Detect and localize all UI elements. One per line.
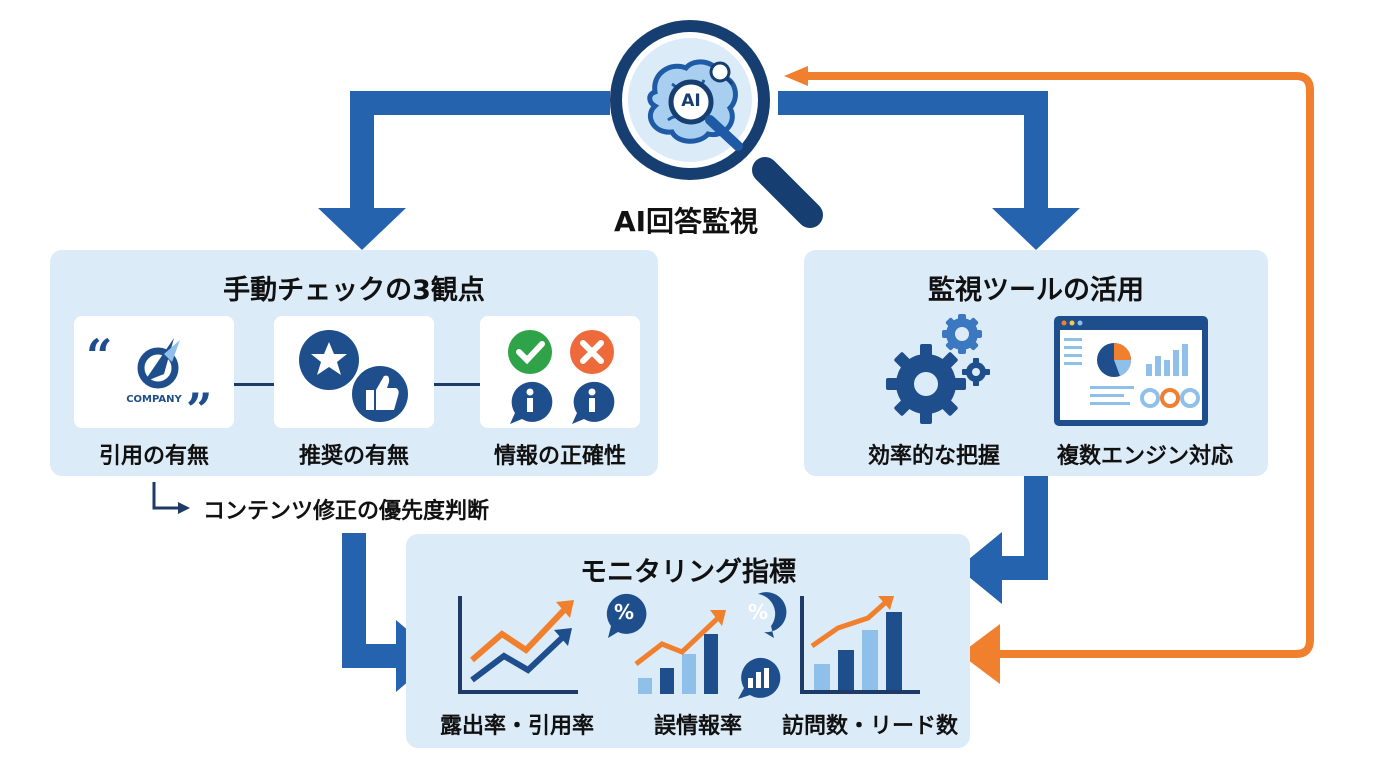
- arrow-manual-to-metrics: [342, 533, 398, 668]
- percent-badge-icon: [606, 593, 647, 638]
- percent-badge-text: %: [613, 600, 635, 624]
- citation-label: 引用の有無: [98, 444, 209, 469]
- check-cross-info-icons: [508, 330, 615, 424]
- arrow-head-manual: [318, 208, 406, 250]
- arrow-head-metrics-right: [958, 532, 1002, 604]
- priority-note: コンテンツ修正の優先度判断: [203, 499, 490, 524]
- metrics-panel: モニタリング指標 % % 露出率・引用率 誤情報率 訪問数・リード数: [406, 534, 970, 748]
- manual-check-panel: 手動チェックの3観点 “ ” COMPANY: [50, 250, 658, 476]
- feedback-arrow-head-top: [784, 66, 808, 86]
- card-connector: [433, 383, 481, 386]
- arrow-center-to-manual: [350, 91, 610, 212]
- sub-note-arrow-icon: [152, 482, 190, 514]
- efficiency-label: 効率的な把握: [867, 444, 1000, 469]
- card-connector: [233, 383, 275, 386]
- manual-check-title: 手動チェックの3観点: [223, 275, 485, 306]
- feedback-arrow-head-metrics: [960, 624, 1000, 684]
- center-monitor: AI: [560, 20, 860, 250]
- feedback-loop-arrow: [806, 72, 1314, 658]
- check-icon: [508, 330, 552, 374]
- arrow-tools-to-metrics: [1000, 476, 1048, 580]
- recommendation-label: 推奨の有無: [298, 444, 409, 469]
- tools-panel: 監視ツールの活用: [804, 250, 1268, 476]
- misinfo-bar-chart-icon: [606, 592, 787, 699]
- accuracy-card: [480, 316, 640, 428]
- growth-bar-chart-icon: [800, 596, 920, 694]
- svg-text:“: “: [86, 329, 112, 383]
- percent-badge-icon: [758, 592, 787, 638]
- metrics-title: モニタリング指標: [580, 557, 796, 588]
- svg-text:”: ”: [186, 383, 212, 437]
- percent-badge-text: %: [747, 600, 769, 624]
- magnifier-ai-brain-icon: [610, 20, 823, 228]
- recommendation-card: [274, 316, 434, 428]
- arrow-center-to-tools: [778, 91, 1048, 212]
- gears-icon: [886, 314, 990, 424]
- citation-card: “ ” COMPANY: [74, 316, 234, 437]
- ai-icon-text: AI: [681, 91, 701, 111]
- misinfo-rate-label: 誤情報率: [653, 714, 742, 739]
- star-thumbs-up-icon: [299, 330, 408, 422]
- visits-leads-label: 訪問数・リード数: [781, 714, 958, 739]
- exposure-rate-label: 露出率・引用率: [439, 714, 594, 739]
- center-title: AI回答監視: [613, 205, 759, 238]
- arrow-head-tools: [992, 208, 1080, 250]
- trend-lines-chart-icon: [458, 596, 578, 694]
- quote-company-logo-icon: “ ”: [86, 329, 212, 437]
- dashboard-window-icon: [1054, 316, 1208, 426]
- accuracy-label: 情報の正確性: [493, 444, 626, 469]
- company-logo-text: COMPANY: [126, 394, 182, 405]
- tools-title: 監視ツールの活用: [928, 275, 1144, 306]
- multi-engine-label: 複数エンジン対応: [1056, 444, 1233, 469]
